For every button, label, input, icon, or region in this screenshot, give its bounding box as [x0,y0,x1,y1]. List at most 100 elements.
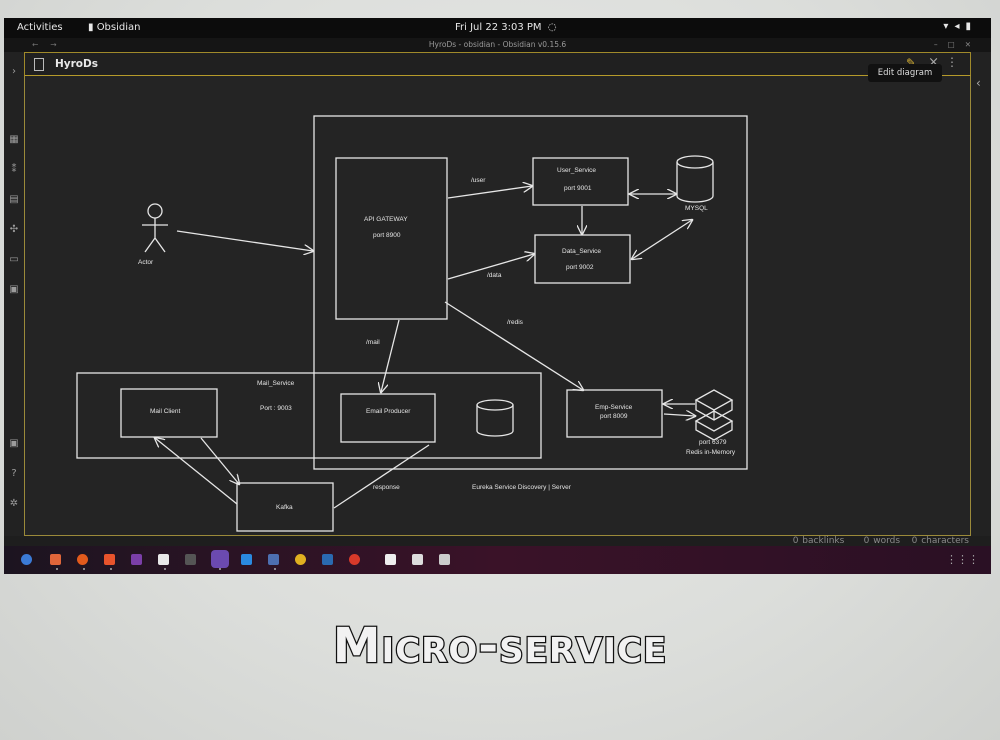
character-count: 0 characters [911,536,969,546]
text-editor-icon[interactable] [158,554,169,565]
window-controls[interactable]: –□✕ [934,38,981,52]
close-window-icon[interactable]: ✕ [964,40,981,49]
word-count: 0 words [863,536,901,546]
emp-service-port-label: port 8009 [600,413,628,420]
nav-buttons[interactable]: ←→ [32,38,69,52]
brave-browser-icon[interactable] [104,554,115,565]
terminal-icon[interactable] [185,554,196,565]
trash-icon[interactable] [439,554,450,565]
document-icon[interactable]: ▤ [9,194,19,205]
mail-service-box[interactable] [76,372,542,459]
finder-icon[interactable] [21,554,32,565]
api-gateway-port-label: port 8900 [373,232,401,239]
mail-client-label: Mail Client [150,408,181,415]
api-gateway-label: API GATEWAY [364,216,408,223]
eureka-boundary-box[interactable] [313,115,748,470]
kafka-label: Kafka [276,504,293,511]
window-title: HyroDs - obsidian - Obsidian v0.15.6 [428,40,567,49]
status-bar: 0 backlinks 0 words 0 characters [4,536,991,548]
data-service-label: Data_Service [562,248,601,255]
running-indicator [83,568,85,570]
slide-caption: Micro-service [332,617,668,676]
obsidian-icon: ▮ [88,22,97,33]
note-title[interactable]: HyroDs [55,58,98,70]
postman-icon[interactable] [77,554,88,565]
redis-cubes-icon[interactable] [694,389,734,441]
vault-icon[interactable]: ▣ [9,438,19,449]
backlinks-count[interactable]: 0 backlinks [792,536,845,546]
clock[interactable]: Fri Jul 22 3:03 PM ◌ [455,22,557,33]
vim-icon[interactable] [385,554,396,565]
redis-label: Redis in-Memory [686,449,736,456]
maximize-icon[interactable]: □ [947,40,965,49]
kafka-box[interactable] [236,482,334,532]
ubuntu-icon[interactable] [349,554,360,565]
desktop-screen: Activities ▮ Obsidian Fri Jul 22 3:03 PM… [4,18,991,574]
arrow-emp-redis-out [663,414,695,416]
mail-client-box[interactable] [120,388,218,438]
email-producer-box[interactable] [340,393,436,443]
user-service-box[interactable] [532,157,629,206]
edit-diagram-tooltip: Edit diagram [868,64,942,82]
mail-database-icon[interactable] [476,399,514,437]
calendar-icon[interactable]: ▦ [9,134,19,145]
user-service-label: User_Service [557,167,596,174]
expand-sidebar-icon[interactable]: › [12,66,16,77]
right-ribbon: ‹ [971,52,991,540]
arrow-actor-gateway [176,230,313,251]
mysql-database-icon[interactable] [676,155,714,203]
battery-icon: ▮ [965,21,977,32]
diagram-canvas[interactable]: Actor API GATEWAY port 8900 User_Service… [24,76,971,536]
notes-icon[interactable] [412,554,423,565]
edge-mail-label: /mail [366,339,380,346]
emp-service-box[interactable] [566,389,663,438]
chrome-icon[interactable] [295,554,306,565]
running-indicator [56,568,58,570]
actor-stick-figure-icon[interactable] [142,203,168,253]
email-producer-label: Email Producer [366,408,411,415]
clock-label: Fri Jul 22 3:03 PM [455,22,542,33]
mail-service-label: Mail_Service [257,380,295,387]
bell-off-icon: ◌ [544,22,557,33]
system-tray[interactable]: ▾◂▮ [943,21,977,32]
graph-icon[interactable]: ⁑ [11,164,17,175]
user-service-port-label: port 9001 [564,185,592,192]
running-indicator [110,568,112,570]
data-service-box[interactable] [534,234,631,284]
activities-button[interactable]: Activities [17,22,63,33]
edit-pencil-icon[interactable]: ✎ [905,56,916,70]
plugin-icon[interactable]: ▣ [9,284,19,295]
app-menu[interactable]: ▮ Obsidian [88,22,141,33]
system-top-bar: Activities ▮ Obsidian Fri Jul 22 3:03 PM… [4,18,991,38]
software-store-icon[interactable] [50,554,61,565]
arrow-gateway-user [447,186,532,199]
collapse-right-icon[interactable]: ‹ [976,76,981,90]
left-ribbon: › ▦ ⁑ ▤ ✣ ▭ ▣ ▣ ? ✲ [4,52,24,540]
help-icon[interactable]: ? [11,468,17,479]
running-indicator [274,568,276,570]
app-grid-icon[interactable]: ⋮⋮⋮ [946,553,979,566]
arrow-mailclient-kafka [200,437,239,484]
minimize-icon[interactable]: – [933,40,948,49]
file-icon [34,58,44,71]
jetbrains-icon[interactable] [131,554,142,565]
template-icon[interactable]: ▭ [9,254,19,265]
data-service-port-label: port 9002 [566,264,594,271]
arrow-producer-kafka [333,444,430,509]
back-arrow-icon[interactable]: ← [32,40,51,49]
forward-arrow-icon[interactable]: → [50,40,69,49]
api-gateway-box[interactable] [335,157,448,320]
files-icon[interactable] [268,554,279,565]
network-icon[interactable]: ✣ [9,224,19,235]
arrow-gateway-mail [381,319,400,392]
mail-port-label: Port : 9003 [260,405,292,412]
settings-gear-icon[interactable]: ✲ [9,498,19,509]
app-menu-label: Obsidian [96,22,141,33]
edge-redis-label: /redis [507,319,524,326]
close-icon[interactable]: × [928,55,939,70]
db-tool-icon[interactable] [322,554,333,565]
vscode-icon[interactable] [241,554,252,565]
more-options-icon[interactable]: ⋮ [946,55,958,69]
obsidian-dock-icon[interactable] [211,550,229,568]
window-title-bar: ←→ HyroDs - obsidian - Obsidian v0.15.6 … [4,38,991,52]
